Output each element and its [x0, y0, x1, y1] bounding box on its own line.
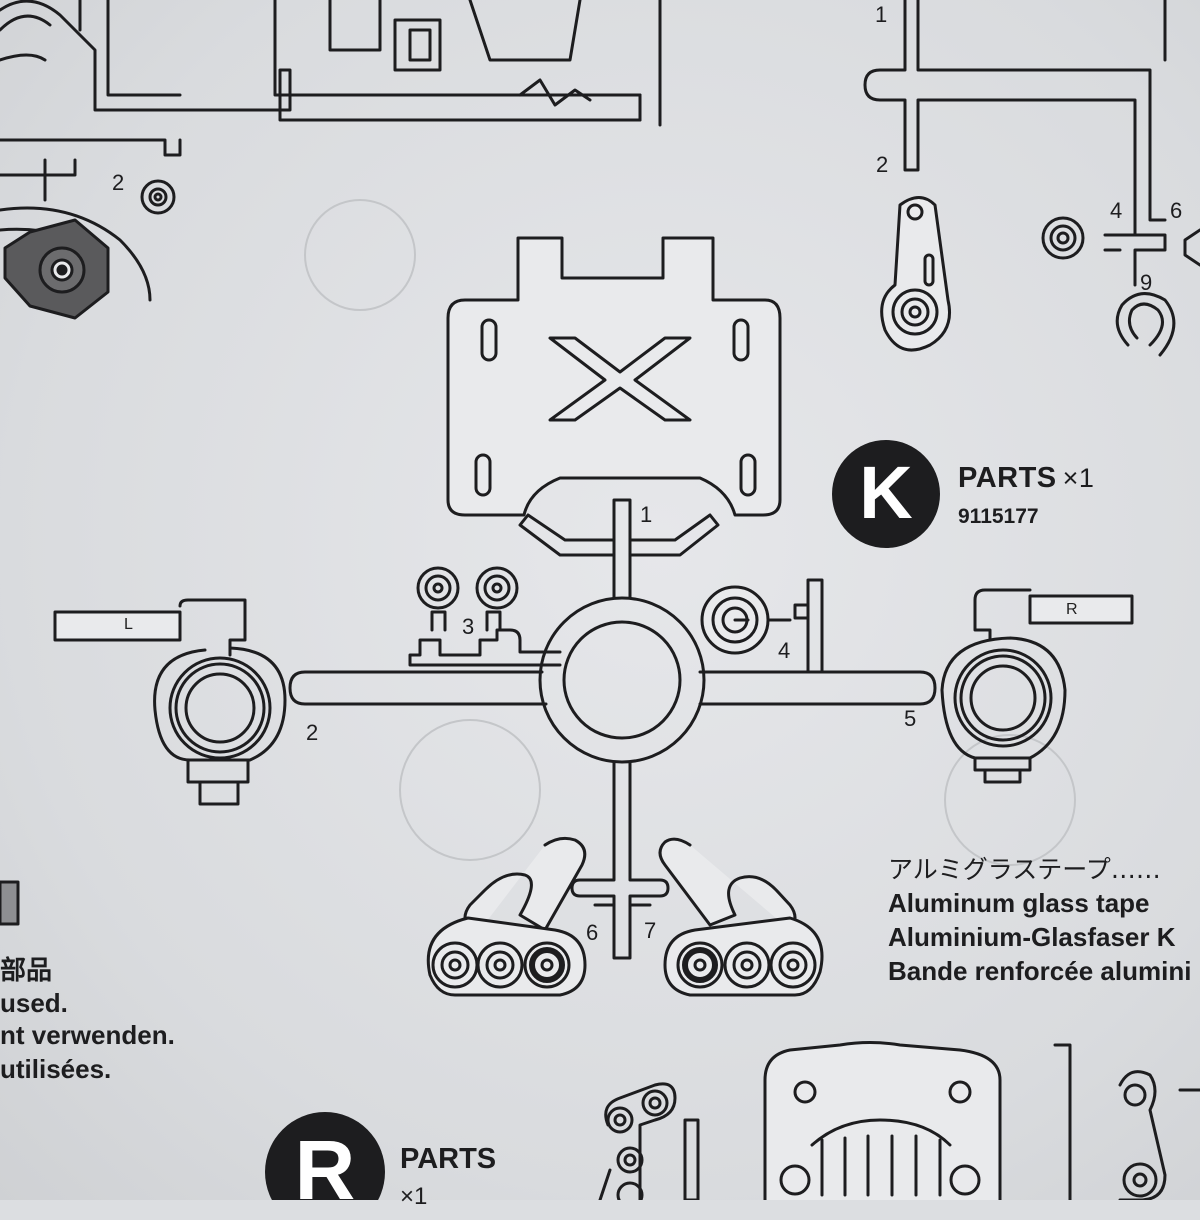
part-number-5: 5: [904, 706, 917, 731]
parts-r-badge: [265, 1112, 385, 1200]
knuckle-tag-right: R: [1066, 601, 1078, 618]
tr-part-number-2: 2: [876, 152, 889, 177]
tape-legend-jp: アルミグラステープ‥‥‥: [888, 856, 1161, 884]
tr-part-number-9: 9: [1140, 270, 1153, 295]
top-left-parts-tree: [0, 0, 662, 320]
tr-part-number-6: 6: [1170, 198, 1183, 223]
part-number-6: 6: [586, 920, 599, 945]
unused-note-de: nt verwenden.: [0, 1020, 175, 1050]
part-6-arm: [426, 836, 587, 997]
tl-part-number-2: 2: [112, 170, 125, 195]
parts-k-code: 9115177: [958, 505, 1039, 528]
parts-r-quantity: ×1: [400, 1183, 428, 1210]
parts-k-badge: [832, 440, 940, 548]
tape-legend-de: Aluminium-Glasfaser K: [888, 922, 1176, 952]
tr-part-number-4: 4: [1110, 198, 1123, 223]
part-number-3: 3: [462, 614, 475, 639]
part-2-left-knuckle: [53, 598, 287, 806]
tape-legend-en: Aluminum glass tape: [888, 888, 1150, 918]
knuckle-tag-left: L: [124, 616, 133, 633]
part-7-arm: [658, 837, 824, 997]
k-parts-tree: [53, 236, 1134, 997]
tape-legend-fr: Bande renforcée alumini: [888, 956, 1192, 986]
unused-parts-marker: [0, 880, 20, 926]
parts-k-title: PARTS×1: [958, 462, 1094, 495]
parts-k-label: PARTS: [958, 462, 1057, 494]
unused-note-fr: utilisées.: [0, 1054, 112, 1084]
unused-note-jp: 部品: [0, 955, 53, 985]
unused-note-en: used.: [0, 988, 68, 1018]
parts-k-quantity: ×1: [1062, 463, 1095, 493]
parts-r-letter: R: [294, 1123, 356, 1217]
part-number-2: 2: [306, 720, 319, 745]
part-1-plate: [446, 236, 782, 517]
tr-part-number-1: 1: [875, 2, 888, 27]
part-number-4: 4: [778, 638, 791, 663]
part-number-1: 1: [640, 502, 653, 527]
bottom-parts-tree: [598, 1041, 1200, 1200]
top-right-parts-tree: [863, 0, 1200, 357]
parts-r-label: PARTS: [400, 1143, 497, 1175]
part-number-7: 7: [644, 918, 657, 943]
show-through-marks: [304, 199, 1076, 866]
parts-k-letter: K: [859, 451, 913, 534]
part-5-right-knuckle: [940, 588, 1134, 784]
